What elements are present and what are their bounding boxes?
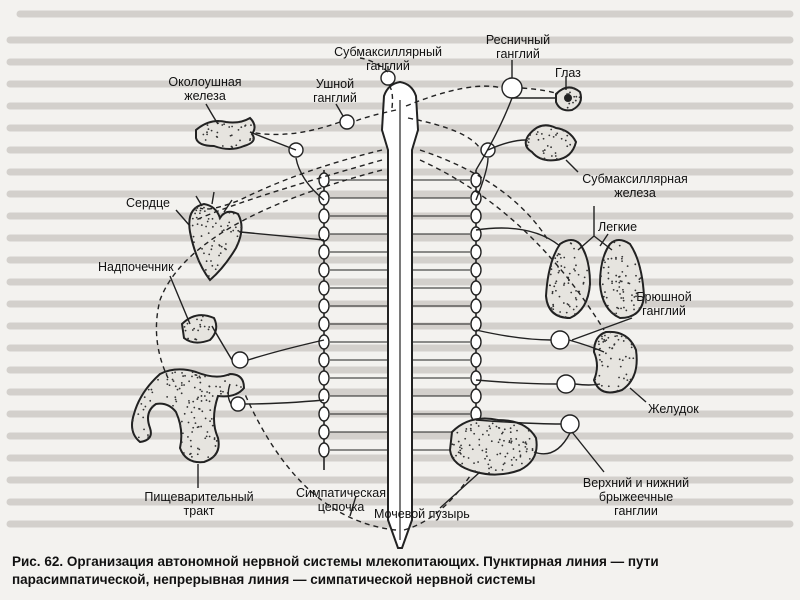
- caption-number: Рис. 62.: [12, 554, 63, 569]
- chain-ganglion: [319, 443, 329, 457]
- chain-ganglion: [471, 335, 481, 349]
- mesenteric-ganglion-lower: [561, 415, 579, 433]
- chain-ganglion: [319, 353, 329, 367]
- chain-ganglion: [471, 299, 481, 313]
- spinal-cord: [382, 82, 418, 548]
- chain-ganglion: [319, 281, 329, 295]
- celiac-ganglion-node: [551, 331, 569, 349]
- chain-ganglion: [471, 317, 481, 331]
- chain-ganglion: [471, 263, 481, 277]
- chain-ganglion: [319, 425, 329, 439]
- sympathetic-chain-left: [319, 170, 329, 470]
- figure-caption: Рис. 62. Организация автономной нервной …: [12, 553, 792, 589]
- chain-ganglion: [471, 191, 481, 205]
- parotid-gland: [196, 118, 255, 149]
- label-adrenal: Надпочечник: [98, 260, 174, 274]
- chain-ganglion: [471, 281, 481, 295]
- chain-ganglion: [319, 317, 329, 331]
- caption-text: Организация автономной нервной системы м…: [12, 554, 659, 587]
- chain-ganglion: [319, 191, 329, 205]
- label-bladder: Мочевой пузырь: [374, 507, 470, 521]
- chain-ganglion: [319, 407, 329, 421]
- adrenal: [182, 315, 216, 342]
- chain-ganglion: [319, 371, 329, 385]
- chain-ganglion: [319, 209, 329, 223]
- stomach: [594, 332, 637, 393]
- chain-ganglion: [471, 209, 481, 223]
- submax-ganglion-node: [381, 71, 395, 85]
- chain-ganglion: [471, 245, 481, 259]
- chain-ganglion: [319, 299, 329, 313]
- chain-ganglion: [471, 389, 481, 403]
- left-lower-ganglion: [231, 397, 245, 411]
- label-stomach: Желудок: [648, 402, 699, 416]
- eye: [556, 87, 581, 110]
- label-heart: Сердце: [126, 196, 170, 210]
- chain-ganglion: [319, 335, 329, 349]
- chain-ganglion: [319, 227, 329, 241]
- left-abdominal-ganglion: [232, 352, 248, 368]
- ciliary-ganglion-node: [502, 78, 522, 98]
- chain-ganglion: [319, 245, 329, 259]
- bladder: [450, 419, 537, 475]
- chain-ganglion: [471, 353, 481, 367]
- label-eye: Глаз: [555, 66, 581, 80]
- chain-ganglion: [319, 263, 329, 277]
- chain-ganglion: [471, 173, 481, 187]
- otic-ganglion-node: [340, 115, 354, 129]
- chain-ganglion: [471, 371, 481, 385]
- label-lungs: Легкие: [598, 220, 637, 234]
- mesenteric-ganglion-upper: [557, 375, 575, 393]
